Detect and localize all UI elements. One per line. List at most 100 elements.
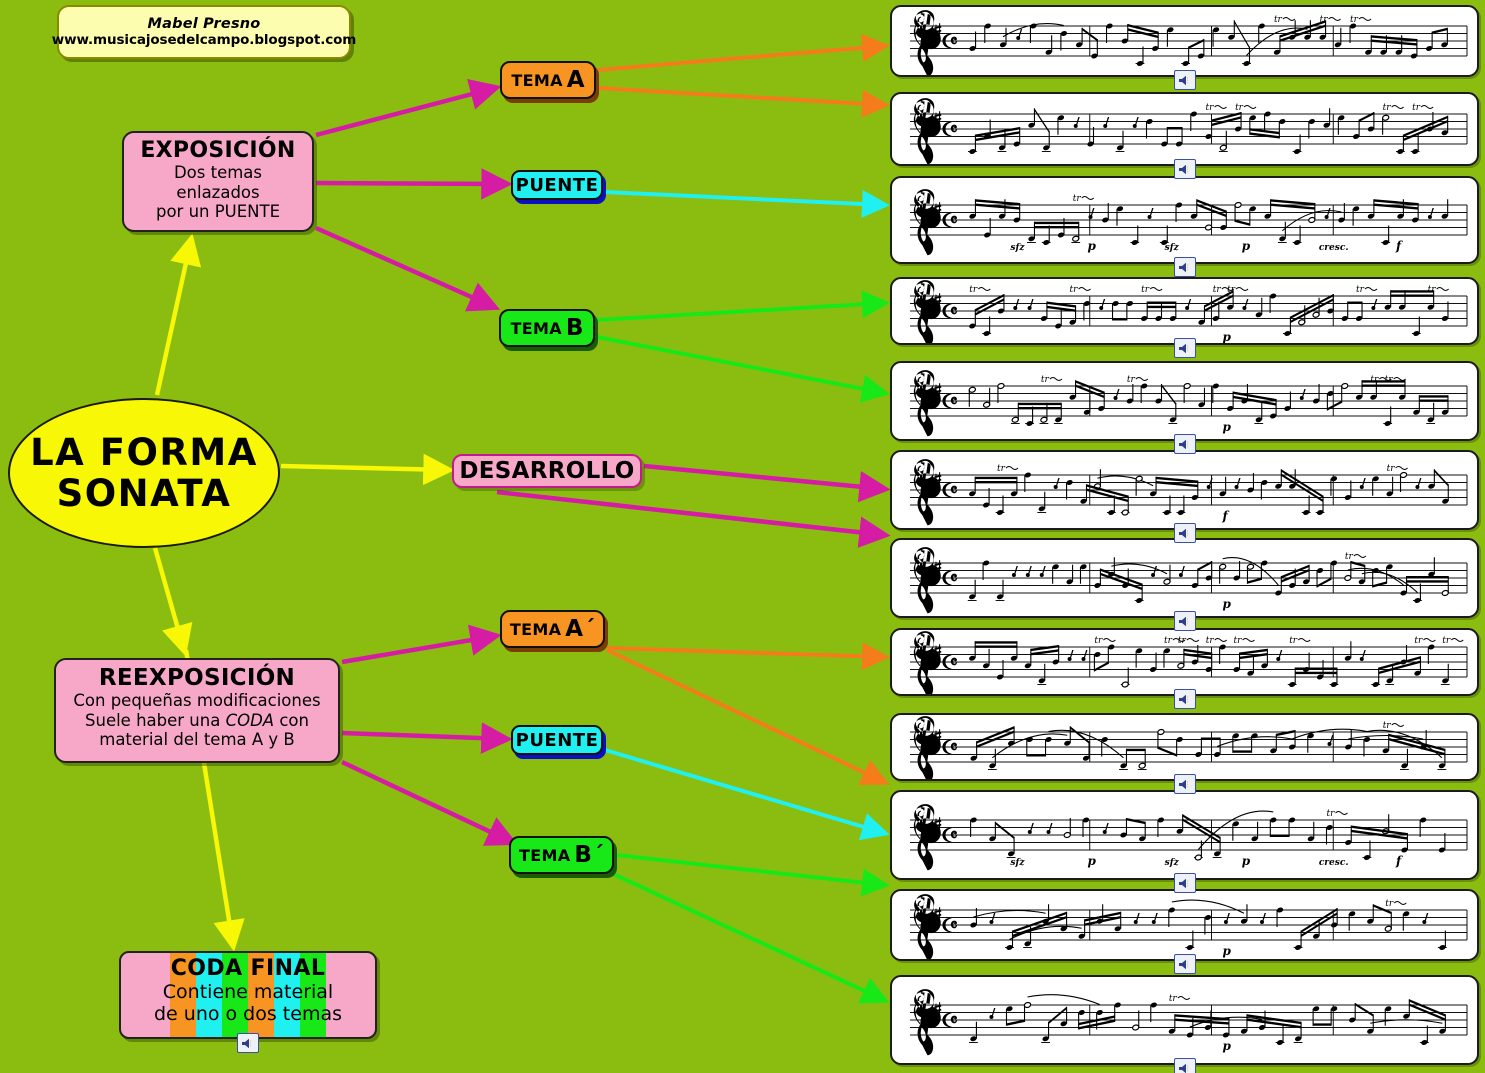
speaker-icon[interactable] [1173, 70, 1196, 90]
svg-text:tr: tr [1227, 285, 1236, 295]
label-tema-a-prima[interactable]: TEMA A ´ [500, 610, 605, 648]
speaker-icon[interactable] [237, 1033, 259, 1053]
label-puente-reexposicion[interactable]: PUENTE [511, 725, 603, 755]
reexposicion-coda-emphasis: CODA [225, 710, 275, 730]
speaker-icon[interactable] [1173, 873, 1196, 893]
exposicion-title: EXPOSICIÓN [140, 138, 296, 163]
svg-text:sfz: sfz [1165, 858, 1180, 868]
arrow-exposicion-to-tema-a [315, 79, 502, 138]
speaker-icon[interactable] [1173, 774, 1196, 794]
tema-a-prima-word: TEMA [509, 619, 562, 639]
svg-text:tr: tr [1206, 636, 1215, 646]
arrow-tema-a-to-score-1 [597, 33, 890, 72]
section-coda-final[interactable]: CODA FINAL Contiene material de uno o do… [119, 951, 377, 1039]
tema-a-prima-mark: ´ [584, 616, 596, 642]
reexposicion-sub-3: material del tema A y B [99, 730, 295, 750]
arrow-reexposicion-to-puente-2 [341, 722, 513, 754]
svg-text:𝄴: 𝄴 [950, 738, 958, 758]
arrow-tema-a-prima-to-score-8 [606, 642, 890, 671]
speaker-icon[interactable] [1173, 689, 1196, 709]
svg-text:tr: tr [969, 285, 978, 295]
arrow-puente-1-to-score-3 [604, 189, 890, 218]
svg-text:tr: tr [1169, 994, 1178, 1004]
arrow-exposicion-to-puente-1 [315, 168, 513, 200]
arrow-tema-b-prima-to-score-12 [608, 870, 890, 1004]
svg-text:tr: tr [1178, 636, 1187, 646]
speaker-icon[interactable] [1173, 954, 1196, 974]
coda-stripes [121, 953, 375, 1037]
svg-text:f: f [1221, 509, 1229, 523]
svg-text:tr: tr [1428, 285, 1437, 295]
svg-text:tr: tr [1141, 285, 1150, 295]
exposicion-sub-3: por un PUENTE [155, 201, 281, 221]
coda-sub-2: de uno o dos temas [153, 1003, 342, 1026]
label-desarrollo[interactable]: DESARROLLO [452, 454, 642, 488]
arrow-center-to-desarrollo [280, 453, 455, 486]
speaker-icon[interactable] [1173, 611, 1196, 631]
music-staff: 𝄴 tr p [910, 894, 1468, 959]
center-title-line-2: SONATA [56, 472, 232, 515]
svg-text:tr: tr [1235, 103, 1244, 113]
svg-text:tr: tr [997, 464, 1006, 474]
music-staff: 𝄴tr tr f [910, 459, 1468, 526]
svg-text:p: p [1242, 854, 1251, 868]
coda-stripe [196, 953, 222, 1037]
coda-sub-1: Contiene material [162, 981, 334, 1003]
section-reexposicion[interactable]: REEXPOSICIÓN Con pequeñas modificaciones… [54, 658, 340, 763]
svg-text:tr: tr [1442, 636, 1451, 646]
section-exposicion[interactable]: EXPOSICIÓN Dos temas enlazados por un PU… [122, 131, 314, 232]
svg-text:𝄴: 𝄴 [950, 392, 958, 412]
label-tema-a[interactable]: TEMA A [500, 61, 596, 99]
svg-text:cresc.: cresc. [1319, 243, 1349, 253]
arrow-desarrollo-to-score-6 [643, 463, 891, 503]
svg-text:𝄴: 𝄴 [950, 302, 958, 322]
label-tema-b[interactable]: TEMA B [499, 309, 595, 347]
svg-text:sfz: sfz [1010, 858, 1025, 868]
reexposicion-sub-1: Con pequeñas modificaciones [73, 691, 321, 711]
desarrollo-word: DESARROLLO [459, 458, 635, 484]
credit-author: Mabel Presno [147, 16, 261, 32]
coda-title: CODA FINAL [170, 956, 326, 981]
speaker-icon[interactable] [1173, 159, 1196, 179]
speaker-icon[interactable] [1173, 257, 1196, 277]
svg-text:𝄴: 𝄴 [950, 826, 958, 846]
puente-2-word: PUENTE [515, 729, 599, 751]
label-puente-exposicion[interactable]: PUENTE [511, 170, 603, 200]
label-tema-b-prima[interactable]: TEMA B ´ [509, 836, 614, 874]
speaker-icon[interactable] [1173, 338, 1196, 358]
tema-b-prima-word: TEMA [519, 845, 571, 865]
arrow-puente-2-to-score-10 [604, 748, 890, 841]
svg-text:tr: tr [1387, 464, 1396, 474]
svg-text:tr: tr [1414, 636, 1423, 646]
svg-text:tr: tr [1094, 636, 1103, 646]
svg-text:p: p [1222, 944, 1231, 958]
speaker-icon[interactable] [1173, 1058, 1196, 1073]
center-node-la-forma-sonata[interactable]: LA FORMA SONATA [8, 398, 280, 548]
music-staff: 𝄴 trp [910, 547, 1468, 614]
score-panel[interactable]: 𝄴 tr [890, 713, 1479, 781]
speaker-icon[interactable] [1173, 523, 1196, 543]
svg-text:tr: tr [1345, 552, 1354, 562]
svg-text:tr: tr [1385, 375, 1394, 385]
svg-text:𝄴: 𝄴 [950, 120, 958, 140]
svg-text:tr: tr [1383, 103, 1392, 113]
score-panel[interactable]: 𝄴 tr p [890, 889, 1479, 961]
svg-text:cresc.: cresc. [1319, 858, 1349, 868]
speaker-icon[interactable] [1173, 434, 1196, 454]
tema-b-word: TEMA [510, 318, 562, 338]
credit-box: Mabel Presno www.musicajosedelcampo.blog… [52, 5, 356, 59]
tema-a-word: TEMA [511, 70, 563, 90]
score-panel[interactable]: 𝄴tr tr f [890, 450, 1479, 530]
